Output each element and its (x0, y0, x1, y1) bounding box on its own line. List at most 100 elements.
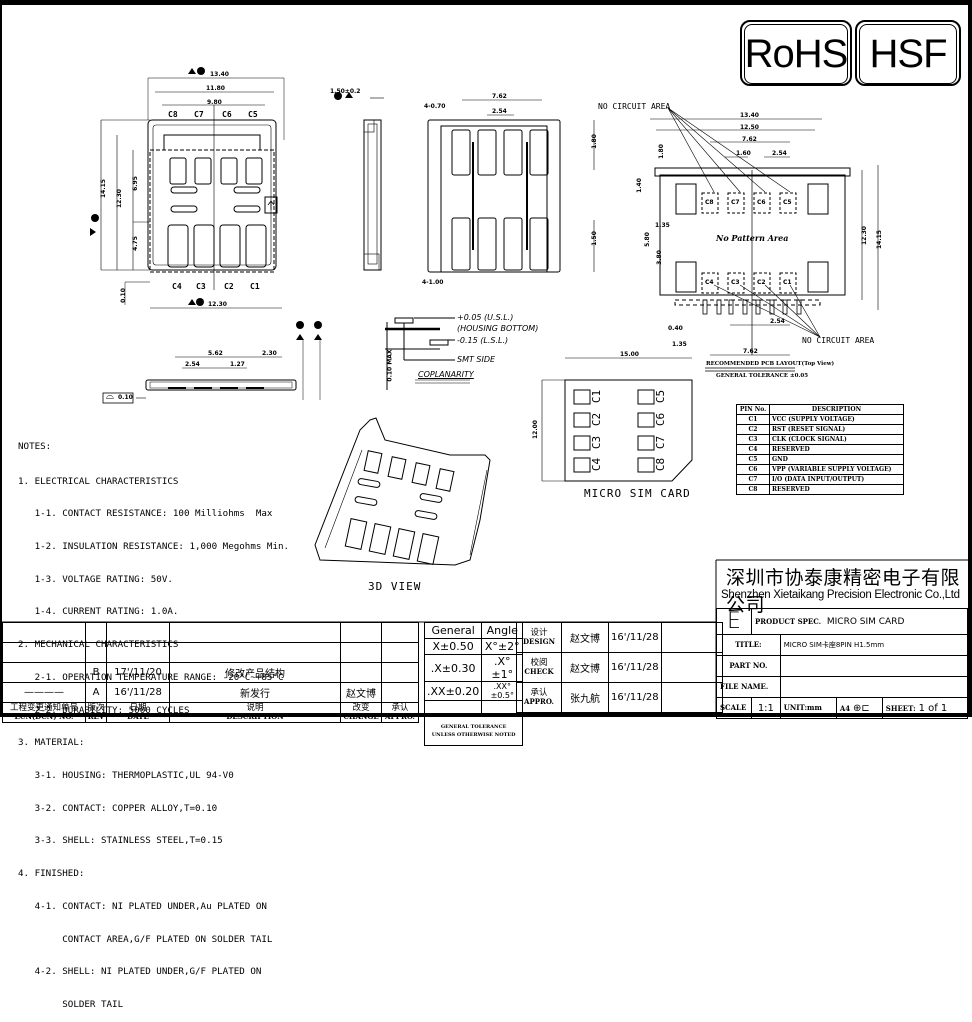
dim-front-span: 5.62 (208, 350, 223, 357)
layout-pad-c2: C2 (757, 279, 766, 286)
layout-dim-height: 12.30 (860, 226, 868, 245)
rohs-label: RoHS (744, 24, 848, 84)
title-value: MICRO SIM卡座8PIN H1.5mm (779, 634, 969, 656)
dim-front-half-pitch: 1.27 (230, 361, 245, 368)
company-name-en: Shenzhen Xietaikang Precision Electronic… (721, 589, 960, 601)
rev-ecn: ———— (2, 682, 86, 703)
rev-date: 16'/11/28 (106, 682, 170, 703)
dim-bottom-right-upper: 1.80 (590, 134, 598, 149)
tol-footer-2: UNLESS OTHERWISE NOTED (431, 732, 516, 738)
sign-name: 张九航 (561, 682, 609, 713)
dim-bottom-pitch: 2.54 (492, 108, 507, 115)
top-view-label-c1: C1 (250, 282, 260, 291)
top-view-label-c6: C6 (222, 110, 232, 119)
part-no-value (779, 655, 969, 677)
layout-dim-3: 1.40 (635, 178, 643, 193)
note-line: SOLDER TAIL (18, 999, 124, 1011)
rev-ecn (2, 662, 86, 683)
layout-dim-1: 1.60 (736, 150, 751, 157)
pin-header-description: DESCRIPTION (769, 404, 904, 415)
pin-no: C1 (736, 414, 770, 425)
top-view-contacts-lower (167, 224, 267, 268)
rev-appro (381, 682, 419, 703)
dim-bottom-span: 7.62 (492, 93, 507, 100)
sign-role-en: CHECK (524, 667, 554, 676)
sign-date: 16'/11/28 (608, 682, 662, 713)
rev-change: 赵文博 (340, 682, 382, 703)
sign-date: 16'/11/28 (608, 652, 662, 683)
pcb-layout-view (650, 107, 879, 372)
dim-top-height: 14.15 (99, 179, 107, 198)
dim-side-height: 1.50±0.2 (330, 88, 361, 95)
header-rev-cn: 版次 (87, 703, 105, 713)
notes-title: NOTES: (18, 440, 52, 452)
pin-description: VCC (SUPPLY VOLTAGE) (769, 414, 904, 425)
pin-no: C5 (736, 454, 770, 465)
layout-dim-pitch-bottom: 2.54 (770, 318, 785, 325)
layout-dim-8: 1.35 (672, 341, 687, 348)
pin-no: C3 (736, 434, 770, 445)
layout-contact-pads (701, 192, 797, 294)
note-line: 4. FINISHED: (18, 868, 85, 880)
layout-dim-span: 7.62 (742, 136, 757, 143)
bottom-view-contacts-lower (451, 217, 549, 271)
coplanarity-usl: +0.05 (U.S.L.) (457, 313, 514, 322)
layout-dim-pitch-top: 2.54 (772, 150, 787, 157)
tol-general: X±0.50 (423, 638, 483, 655)
rev-rev: B (85, 662, 107, 683)
layout-pad-c1: C1 (783, 279, 792, 286)
rev-desc (169, 642, 341, 663)
sim-pin-c5: C5 (654, 389, 668, 404)
sign-role-en: DESIGN (522, 637, 556, 646)
rev-appro (381, 642, 419, 663)
layout-dim-6: 3.80 (655, 250, 663, 265)
bottom-view-contacts-upper (451, 129, 549, 176)
sim-card-height: 12.00 (531, 420, 539, 439)
pin-no: C2 (736, 424, 770, 435)
rev-rev (85, 622, 107, 643)
layout-dim-bottom-span: 7.62 (743, 348, 758, 355)
sim-pin-c6: C6 (654, 412, 668, 427)
coplanarity-title: COPLANARITY (418, 370, 474, 379)
revision-row (2, 642, 419, 663)
unit-value: UNIT:mm (783, 703, 822, 712)
header-rev-en: REV (87, 712, 105, 721)
note-line: 4-1. CONTACT: NI PLATED UNDER,Au PLATED … (18, 900, 267, 912)
coplanarity-diagram (385, 317, 470, 390)
top-view-label-c4: C4 (172, 282, 182, 291)
pin-description: VPP (VARIABLE SUPPLY VOLTAGE) (769, 464, 904, 475)
tol-header-general: General (423, 622, 483, 639)
side-view (363, 97, 384, 271)
rev-desc (169, 622, 341, 643)
pin-description: GND (769, 454, 904, 465)
layout-dim-inner: 12.50 (740, 124, 759, 131)
revision-row (2, 622, 419, 643)
pin-no: C6 (736, 464, 770, 475)
sim-pin-c1: C1 (590, 389, 604, 404)
dim-top-lower: 4.75 (131, 236, 139, 251)
note-line: 1. ELECTRICAL CHARACTERISTICS (18, 475, 179, 487)
rev-appro (381, 662, 419, 683)
sim-card-width: 15.00 (620, 351, 639, 358)
rev-rev (85, 642, 107, 663)
sign-role-cn: 校阅 (530, 658, 548, 668)
dim-top-offset: 0.10 (119, 288, 127, 303)
coplanarity-smt: SMT SIDE (457, 355, 496, 364)
3d-view (314, 417, 491, 566)
sim-card-caption: MICRO SIM CARD (584, 487, 691, 500)
title-block-table: E PRODUCT SPEC. MICRO SIM CARD TITLE: MI… (716, 608, 969, 719)
tol-general: .XX±0.20 (423, 681, 483, 701)
sim-pin-c4: C4 (590, 457, 604, 472)
pin-no: C7 (736, 474, 770, 485)
note-line: 3. MATERIAL: (18, 737, 85, 749)
sheet-value: 1 of 1 (918, 702, 948, 714)
layout-pad-c3: C3 (731, 279, 740, 286)
pin-header-no: PIN No. (736, 404, 770, 415)
layout-dim-7: 0.40 (668, 325, 683, 332)
rev-change (340, 642, 382, 663)
top-view-label-c7: C7 (194, 110, 204, 119)
